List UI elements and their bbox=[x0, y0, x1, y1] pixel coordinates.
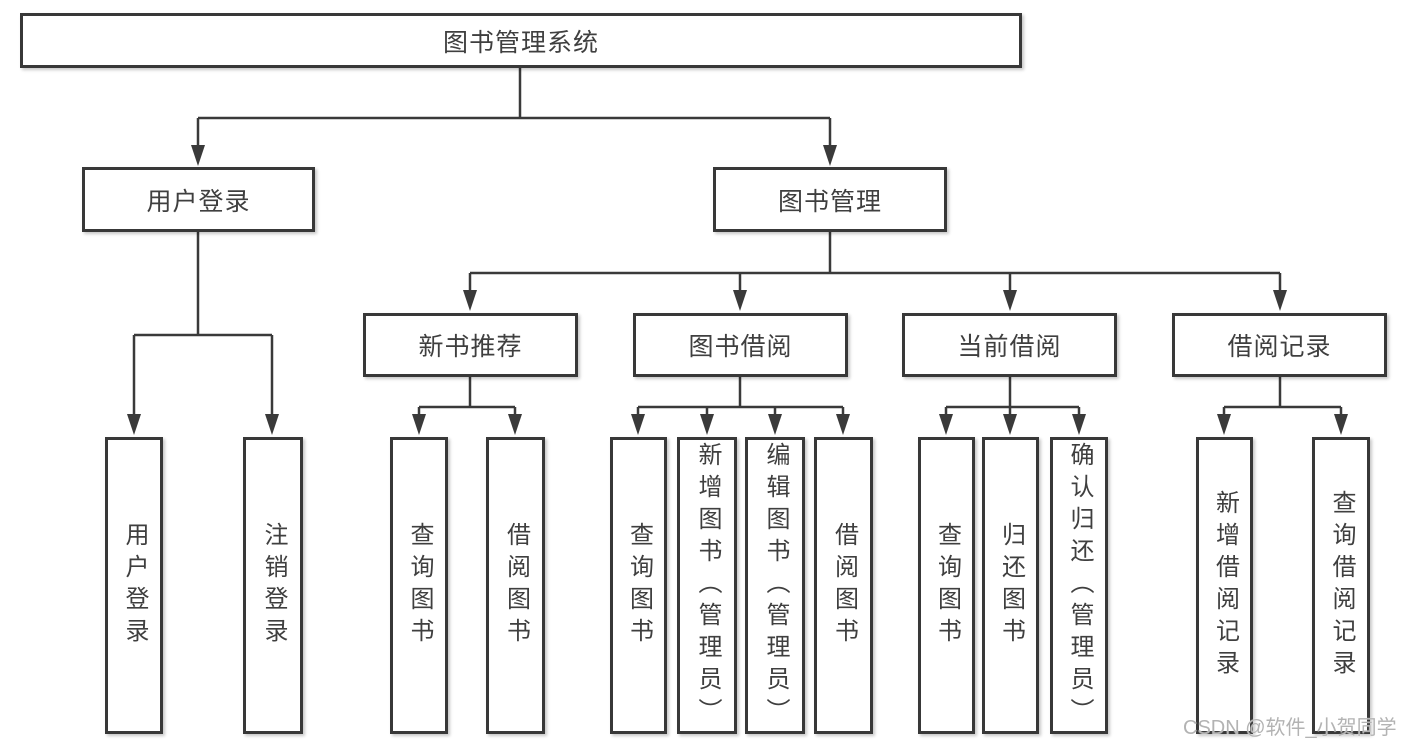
leaf-query-books-current: 查询图书 bbox=[918, 437, 975, 734]
leaf-label: 用户登录 bbox=[121, 521, 148, 650]
leaf-query-books-recommend: 查询图书 bbox=[390, 437, 448, 734]
leaf-label: 借阅图书 bbox=[830, 521, 858, 650]
csdn-watermark: CSDN @软件_小贺同学 bbox=[1183, 717, 1397, 739]
leaf-confirm-return-admin: 确认归还（管理员） bbox=[1050, 437, 1108, 734]
connector-current-borrowing-fork bbox=[939, 376, 1086, 435]
node-user-login: 用户登录 bbox=[82, 167, 315, 232]
leaf-borrow-books-recommend: 借阅图书 bbox=[486, 437, 545, 734]
leaf-add-borrow-record: 新增借阅记录 bbox=[1196, 437, 1253, 734]
leaf-label: 借阅图书 bbox=[502, 521, 530, 650]
node-root: 图书管理系统 bbox=[20, 13, 1022, 68]
connector-book-borrowing-fork bbox=[631, 376, 850, 435]
leaf-label: 查询借阅记录 bbox=[1328, 489, 1355, 682]
connector-new-book-recommendation-fork bbox=[412, 376, 522, 435]
leaf-label: 编辑图书（管理员） bbox=[762, 441, 789, 730]
leaf-user-login: 用户登录 bbox=[105, 437, 163, 734]
node-new-book-recommendation: 新书推荐 bbox=[363, 313, 578, 377]
node-current-borrowing: 当前借阅 bbox=[902, 313, 1117, 377]
leaf-label: 新增图书（管理员） bbox=[694, 441, 721, 730]
node-book-borrowing: 图书借阅 bbox=[633, 313, 848, 377]
connector-book-management-fork bbox=[463, 231, 1287, 311]
leaf-add-book-admin: 新增图书（管理员） bbox=[677, 437, 737, 734]
leaf-label: 查询图书 bbox=[933, 521, 961, 650]
leaf-label: 确认归还（管理员） bbox=[1066, 441, 1093, 730]
connector-root-fork bbox=[191, 67, 837, 166]
connector-user-login-fork bbox=[127, 231, 279, 435]
node-borrowing-records: 借阅记录 bbox=[1172, 313, 1387, 377]
leaf-query-books-borrowing: 查询图书 bbox=[610, 437, 667, 734]
leaf-label: 新增借阅记录 bbox=[1211, 489, 1239, 682]
leaf-label: 查询图书 bbox=[406, 521, 433, 650]
leaf-query-borrow-record: 查询借阅记录 bbox=[1312, 437, 1370, 734]
leaf-label: 查询图书 bbox=[625, 521, 653, 650]
leaf-label: 归还图书 bbox=[997, 521, 1025, 650]
leaf-edit-book-admin: 编辑图书（管理员） bbox=[745, 437, 805, 734]
connector-borrowing-records-fork bbox=[1217, 376, 1348, 435]
leaf-logout: 注销登录 bbox=[243, 437, 303, 734]
node-book-management: 图书管理 bbox=[713, 167, 947, 232]
leaf-borrow-books-borrowing: 借阅图书 bbox=[814, 437, 873, 734]
leaf-label: 注销登录 bbox=[260, 521, 287, 650]
leaf-return-book: 归还图书 bbox=[982, 437, 1039, 734]
